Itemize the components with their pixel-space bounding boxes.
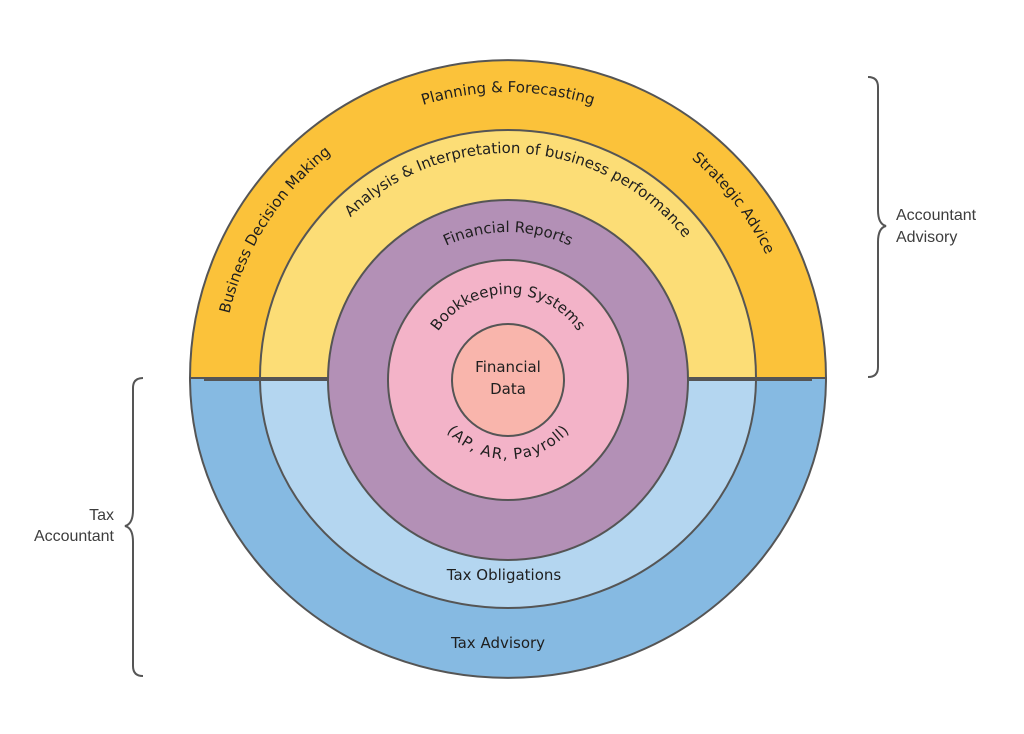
tax-accountant-line-2: Accountant — [34, 528, 115, 545]
financial-data-core — [451, 323, 565, 437]
accountant-advisory-brace — [867, 76, 887, 378]
label-tax-obligations: Tax Obligations — [446, 566, 562, 584]
tax-accountant-brace — [124, 377, 144, 677]
core-line-2: Data — [490, 380, 526, 398]
accountant-advisory-line-2: Advisory — [896, 229, 957, 246]
core-line-1: Financial — [475, 358, 541, 376]
accountant-advisory-line-1: Accountant — [896, 207, 977, 224]
label-tax-advisory: Tax Advisory — [450, 634, 545, 652]
tax-accountant-line-1: Tax — [89, 507, 114, 524]
